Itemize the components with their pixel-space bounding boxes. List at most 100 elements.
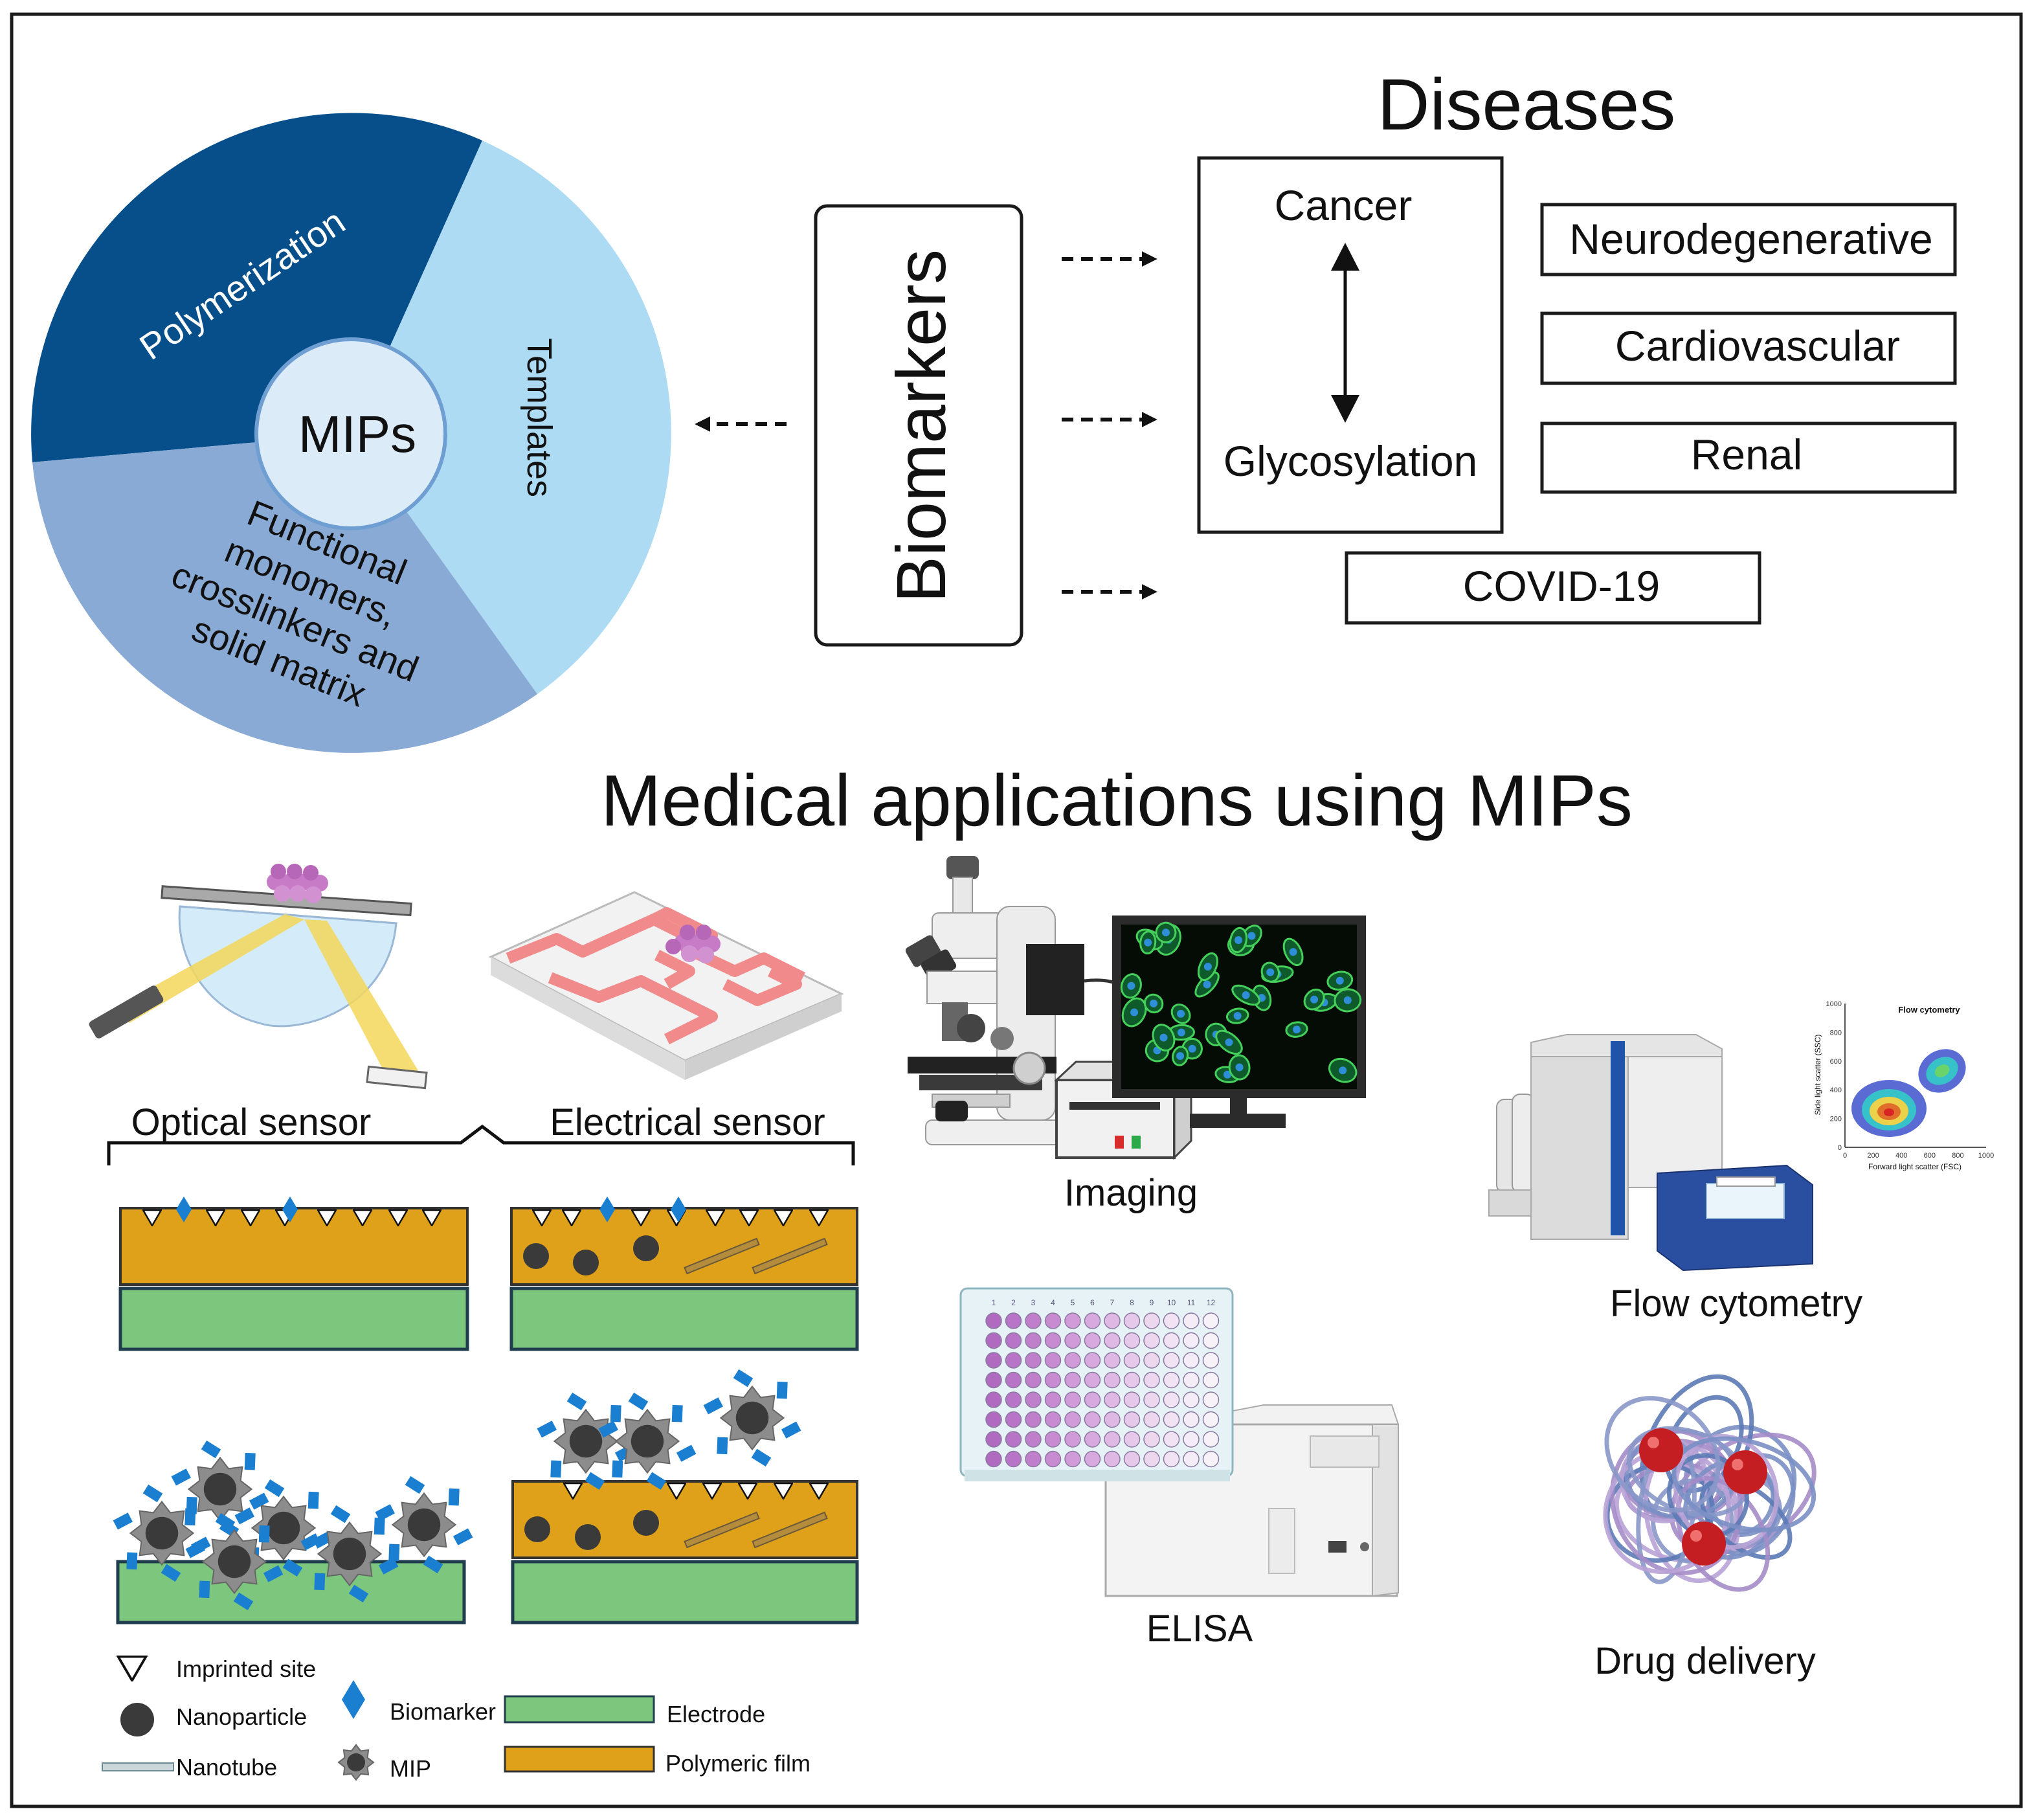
arrowhead-up bbox=[1331, 243, 1359, 271]
flow-cytometer-illustration bbox=[1488, 1034, 1813, 1272]
elisa-label: ELISA bbox=[1146, 1608, 1253, 1650]
legend-nanoparticle-label: Nanoparticle bbox=[176, 1703, 307, 1730]
plot-xlabel: Forward light scatter (FSC) bbox=[1868, 1162, 1961, 1171]
drug-highlight bbox=[1690, 1530, 1702, 1542]
covid-box bbox=[1345, 551, 1761, 625]
drug-highlight bbox=[1732, 1459, 1743, 1470]
cardio-box bbox=[1540, 311, 1957, 385]
chip-side-right bbox=[685, 994, 842, 1080]
imaging-illustration bbox=[905, 856, 1366, 1160]
plot-y-tick: 800 bbox=[1830, 1029, 1842, 1037]
legend-imprinted-site-label: Imprinted site bbox=[176, 1656, 316, 1682]
plot-x-tick: 800 bbox=[1952, 1152, 1963, 1160]
legend-electrode-label: Electrode bbox=[667, 1701, 765, 1727]
electrical-sensor-layers bbox=[509, 1196, 859, 1351]
drug-particle bbox=[1682, 1522, 1726, 1566]
pie-segment-templates bbox=[351, 140, 671, 694]
optical-electrode bbox=[118, 1286, 469, 1351]
pie-center bbox=[254, 337, 447, 530]
controller-green-button bbox=[1132, 1136, 1141, 1149]
plate-column-label: 5 bbox=[1071, 1298, 1075, 1307]
plot-x-tick: 200 bbox=[1867, 1152, 1879, 1160]
optical-polymer-film bbox=[119, 1207, 469, 1286]
drug-particle bbox=[1723, 1450, 1767, 1494]
plot-x-tick: 600 bbox=[1924, 1152, 1936, 1160]
plate-column-label: 3 bbox=[1031, 1298, 1036, 1307]
embedded-nanotube bbox=[684, 1511, 760, 1549]
embedded-nanoparticle bbox=[523, 1243, 549, 1269]
reader-window bbox=[1310, 1435, 1380, 1468]
plot-y-tick: 400 bbox=[1830, 1086, 1842, 1094]
embedded-nanoparticle bbox=[524, 1516, 550, 1542]
plate-column-label: 1 bbox=[992, 1298, 996, 1307]
plot-y-tick: 200 bbox=[1830, 1116, 1842, 1123]
electrical-sensor-with-mips bbox=[511, 1480, 859, 1624]
mip-particle bbox=[598, 1392, 697, 1490]
embedded-nanotube bbox=[684, 1237, 760, 1275]
monitor-base bbox=[1190, 1114, 1286, 1128]
fluorescent-cells bbox=[1120, 921, 1362, 1084]
sample-tray bbox=[1706, 1183, 1785, 1219]
light-beam-out bbox=[304, 919, 421, 1080]
prism-body bbox=[178, 905, 397, 1028]
plate-column-label: 2 bbox=[1011, 1298, 1016, 1307]
neuro-box bbox=[1540, 203, 1957, 276]
pie-label-templates: Templates bbox=[520, 338, 559, 497]
mip-particle bbox=[337, 1744, 375, 1781]
plate-wells bbox=[985, 1312, 1220, 1468]
reader-button bbox=[1360, 1542, 1369, 1551]
legend-nanotube-label: Nanotube bbox=[176, 1754, 277, 1781]
embedded-nanoparticle bbox=[633, 1510, 659, 1536]
mip-particle bbox=[537, 1392, 635, 1490]
sensor-bracket bbox=[107, 1124, 855, 1165]
cytometer-side bbox=[1627, 1056, 1723, 1188]
embedded-nanoparticle bbox=[573, 1250, 599, 1275]
renal-label: Renal bbox=[1691, 431, 1802, 478]
mips-pie-chart: MIPs Polymerization Templates Functional… bbox=[31, 113, 671, 753]
pie-segment-functional-monomers bbox=[32, 434, 537, 753]
plate-column-label: 12 bbox=[1207, 1298, 1216, 1307]
plate-column-label: 4 bbox=[1051, 1298, 1055, 1307]
embedded-nanoparticle bbox=[575, 1524, 601, 1550]
detector bbox=[366, 1065, 428, 1090]
optical-sensor-layers bbox=[118, 1196, 469, 1351]
population-low bbox=[1851, 1080, 1927, 1137]
plate-base bbox=[965, 1470, 1230, 1481]
sample-rack bbox=[1716, 1176, 1776, 1187]
plot-ylabel: Side light scatter (SSC) bbox=[1813, 1035, 1822, 1116]
renal-box bbox=[1540, 421, 1957, 494]
mip-particle bbox=[185, 1512, 284, 1611]
population-high bbox=[1918, 1049, 1966, 1093]
controller-red-button bbox=[1115, 1136, 1124, 1149]
outer-frame bbox=[10, 12, 2023, 1808]
plot-y-tick: 600 bbox=[1830, 1058, 1842, 1066]
microscope bbox=[905, 856, 1084, 1145]
flow-cytometry-label: Flow cytometry bbox=[1610, 1283, 1862, 1325]
drug-delivery-label: Drug delivery bbox=[1594, 1640, 1816, 1682]
mip-particle bbox=[375, 1476, 473, 1574]
cardio-label: Cardiovascular bbox=[1615, 322, 1900, 370]
analyte-cluster bbox=[267, 864, 328, 903]
reader-door bbox=[1268, 1508, 1295, 1574]
drug-highlight bbox=[1648, 1437, 1659, 1448]
electrical-sensor-illustration bbox=[488, 891, 844, 1080]
chip-side-left bbox=[491, 957, 685, 1080]
drug-delivery-illustration bbox=[1603, 1374, 1816, 1592]
drug-particle bbox=[1639, 1428, 1683, 1472]
plate-column-label: 11 bbox=[1187, 1298, 1196, 1307]
legend-nanoparticle-icon bbox=[120, 1703, 154, 1736]
embedded-nanotube bbox=[752, 1237, 828, 1275]
reader-top bbox=[1229, 1404, 1400, 1425]
covid-label: COVID-19 bbox=[1463, 562, 1660, 610]
plot-x-tick: 0 bbox=[1843, 1152, 1847, 1160]
neuro-label: Neurodegenerative bbox=[1569, 215, 1932, 263]
optical-sensor-illustration bbox=[89, 864, 428, 1090]
plot-title: Flow cytometry bbox=[1898, 1005, 1960, 1015]
legend-biomarker-icon bbox=[342, 1680, 365, 1719]
legend-nanotube-icon bbox=[102, 1762, 174, 1771]
